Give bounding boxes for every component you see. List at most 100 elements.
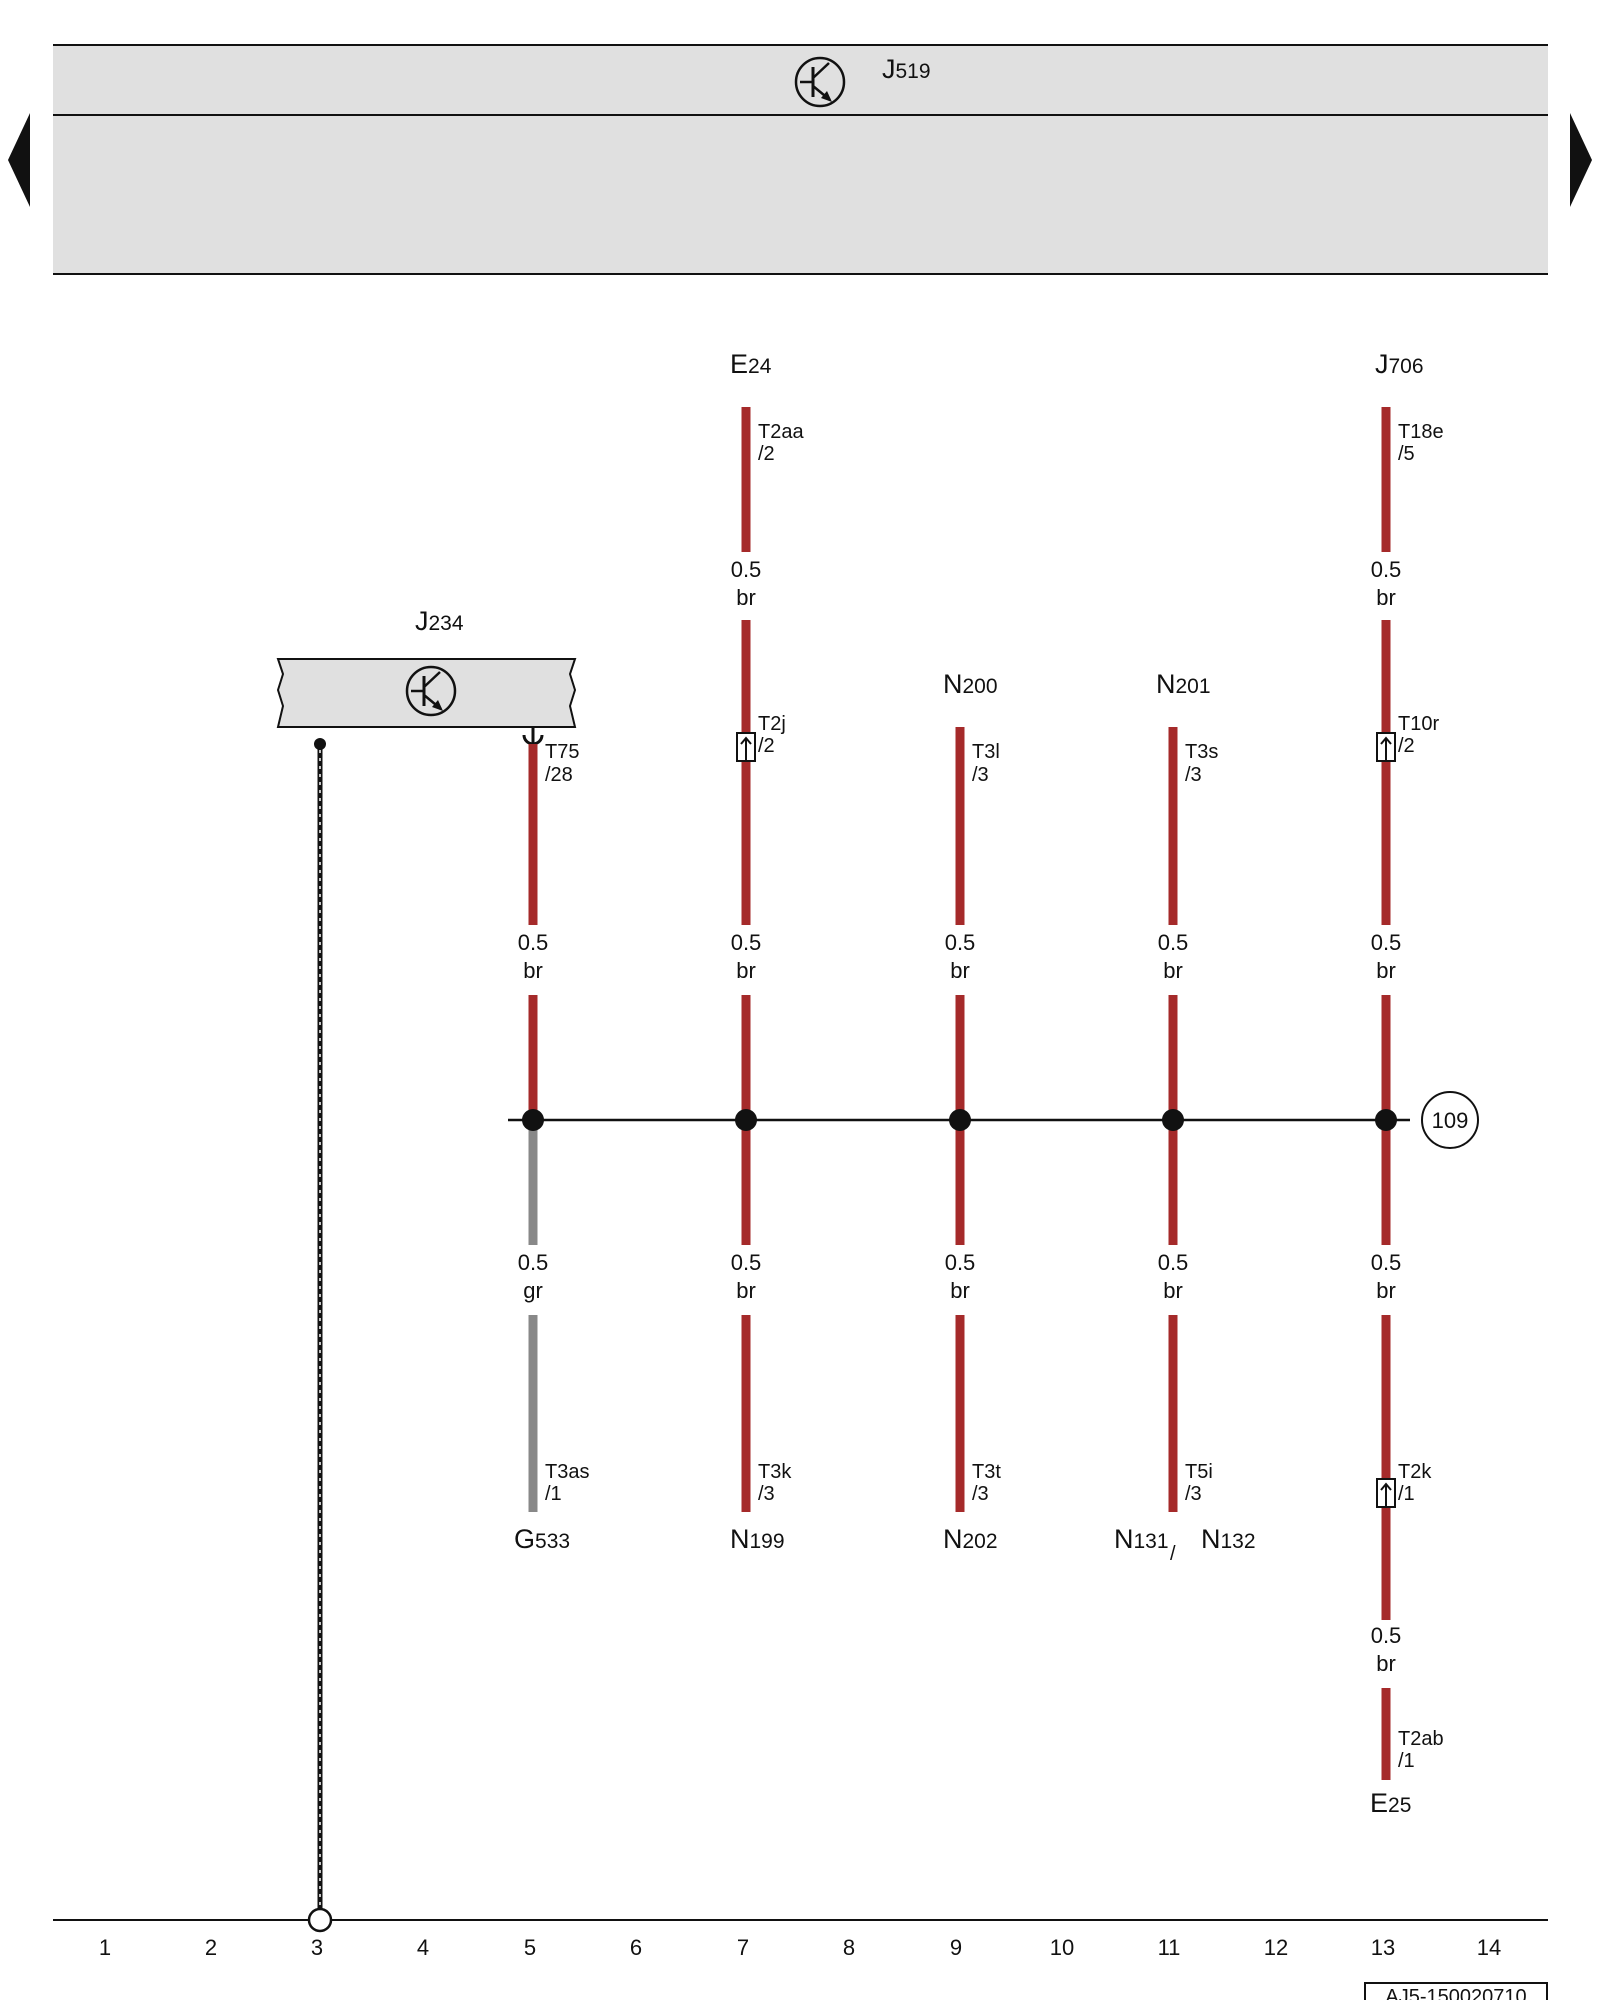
wire-size: 0.5 (1158, 930, 1189, 955)
branch-col7: E24 T2aa /2 0.5 br T2j /2 0.5 br 0.5 br … (730, 349, 804, 1554)
wire-color: br (1163, 1278, 1183, 1303)
connector-pin: /5 (1398, 443, 1415, 465)
label-sub: 200 (963, 675, 998, 698)
label-separator: / (1170, 1543, 1176, 1565)
column-number: 4 (417, 1935, 429, 1960)
connector-t3s: T3s (1185, 741, 1218, 763)
wire-size: 0.5 (518, 930, 549, 955)
label-main: N (1156, 669, 1176, 699)
connector-t3l: T3l (972, 741, 1000, 763)
connector-pin: /3 (758, 1483, 775, 1505)
connector-pin: /2 (758, 443, 775, 465)
wire-color: br (1376, 1651, 1396, 1676)
wire-size: 0.5 (1371, 1623, 1402, 1648)
column-number: 8 (843, 1935, 855, 1960)
junction-dot (1162, 1109, 1184, 1131)
plug-connector-icon (736, 732, 756, 762)
plug-connector-icon (1376, 1478, 1396, 1508)
component-n202: N202 (943, 1524, 998, 1554)
splice-bus: 109 (508, 1091, 1479, 1149)
splice-ref-circle[interactable] (1421, 1091, 1479, 1149)
wire-size: 0.5 (945, 930, 976, 955)
connector-t2k: T2k (1398, 1461, 1432, 1483)
wire-size: 0.5 (1371, 930, 1402, 955)
wire-size: 0.5 (731, 930, 762, 955)
column-number: 12 (1264, 1935, 1288, 1960)
ground-point (307, 1907, 333, 1933)
component-e25: E25 (1370, 1788, 1411, 1818)
wire-color: br (950, 958, 970, 983)
label-main: N (943, 669, 963, 699)
wire-color: br (1376, 958, 1396, 983)
label-main: N (730, 1524, 750, 1554)
wire-color: br (736, 958, 756, 983)
junction-dot (735, 1109, 757, 1131)
wire-color: br (736, 1278, 756, 1303)
connector-pin: /2 (1398, 735, 1415, 757)
component-e24: E24 (730, 349, 772, 379)
splice-ref-label: 109 (1432, 1108, 1469, 1133)
junction-dot (1375, 1109, 1397, 1131)
module-j234: J234 (276, 606, 577, 728)
connector-pin: /3 (972, 1483, 989, 1505)
label-sub: 132 (1221, 1530, 1256, 1553)
module-j519-label: J519 (882, 54, 931, 84)
label-sub: 519 (896, 60, 931, 83)
branch-col9: N200 T3l /3 0.5 br 0.5 br T3t /3 N202 (943, 669, 1001, 1554)
component-n199: N199 (730, 1524, 785, 1554)
transistor-icon (794, 56, 846, 108)
connector-t2aa: T2aa (758, 421, 804, 443)
column-number: 11 (1158, 1935, 1181, 1960)
label-sub: 706 (1389, 355, 1424, 378)
doc-id: AJ5-150020710 (1385, 1986, 1526, 2000)
wire-size: 0.5 (518, 1250, 549, 1275)
junction-dot (949, 1109, 971, 1131)
label-main: J (415, 606, 429, 636)
plug-connector-icon (1376, 732, 1396, 762)
wire-color: br (1376, 1278, 1396, 1303)
label-sub: 202 (963, 1530, 998, 1553)
wire-color: gr (523, 1278, 543, 1303)
label-sub: 131 (1134, 1530, 1169, 1553)
wire-size: 0.5 (731, 1250, 762, 1275)
component-n132: N132 (1201, 1524, 1256, 1554)
label-sub: 201 (1176, 675, 1211, 698)
wire-size: 0.5 (1158, 1250, 1189, 1275)
wire-size: 0.5 (1371, 1250, 1402, 1275)
label-sub: 24 (748, 355, 772, 378)
connector-t10r: T10r (1398, 713, 1439, 735)
branch-col11: N201 T3s /3 0.5 br 0.5 br T5i /3 N131 / … (1114, 669, 1256, 1565)
connector-pin: /1 (1398, 1483, 1415, 1505)
column-number: 6 (630, 1935, 642, 1960)
module-j234-label: J234 (415, 606, 464, 636)
wire-color: br (736, 585, 756, 610)
wire-size: 0.5 (945, 1250, 976, 1275)
connector-t2j: T2j (758, 713, 786, 735)
connector-pin: /2 (758, 735, 775, 757)
wire-color: br (1163, 958, 1183, 983)
wire-size: 0.5 (1371, 557, 1402, 582)
junction-dot (522, 1109, 544, 1131)
column-number: 13 (1371, 1935, 1395, 1960)
component-n201: N201 (1156, 669, 1211, 699)
label-main: E (1370, 1788, 1388, 1818)
label-sub: 25 (1388, 1794, 1411, 1817)
connector-pin: /1 (1398, 1750, 1415, 1772)
connector-t3t: T3t (972, 1461, 1001, 1483)
label-main: J (882, 54, 896, 84)
label-main: E (730, 349, 748, 379)
column-numbers: 1 2 3 4 5 6 7 8 9 10 11 12 13 14 (99, 1935, 1501, 1960)
label-main: N (1114, 1524, 1134, 1554)
connector-t75: T75 (545, 741, 579, 763)
triangle-right-icon[interactable] (1570, 113, 1592, 207)
component-g533: G533 (514, 1524, 570, 1554)
shield-wire (307, 738, 333, 1933)
label-sub: 234 (429, 612, 464, 635)
component-n200: N200 (943, 669, 998, 699)
doc-id-box: AJ5-150020710 (1364, 1982, 1548, 2000)
column-number: 9 (950, 1935, 962, 1960)
triangle-left-icon[interactable] (8, 113, 30, 207)
branch-col13: J706 T18e /5 0.5 br T10r /2 0.5 br 0.5 b… (1370, 349, 1444, 1818)
label-main: N (943, 1524, 963, 1554)
